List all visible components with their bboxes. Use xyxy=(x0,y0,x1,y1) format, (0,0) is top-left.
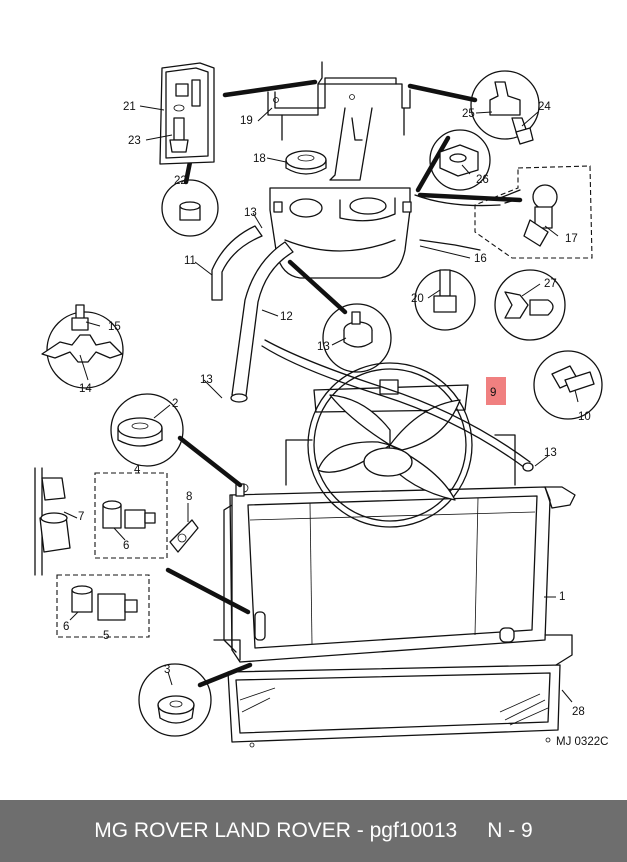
detail-bracket-21 xyxy=(159,62,215,165)
callout-11: 11 xyxy=(184,255,196,267)
callout-20: 20 xyxy=(411,293,424,305)
callout-6b: 6 xyxy=(63,621,69,633)
detail-hoses-7 xyxy=(34,467,71,576)
callout-13b: 13 xyxy=(317,341,330,353)
callout-28: 28 xyxy=(572,706,585,718)
callout-14: 14 xyxy=(79,383,92,395)
callout-labels: 1 2 3 4 5 6 6 7 8 9 10 11 12 13 13 13 13… xyxy=(63,101,608,748)
callout-15: 15 xyxy=(108,321,121,333)
callout-21: 21 xyxy=(123,101,136,113)
detail-sensor-17 xyxy=(414,165,593,259)
callout-13a: 13 xyxy=(244,207,257,219)
detail-grommet-3 xyxy=(138,663,212,737)
detail-bracket-14 xyxy=(41,304,124,389)
detail-nut-22 xyxy=(161,179,219,237)
hoses xyxy=(211,225,534,472)
detail-bolt-10 xyxy=(533,350,603,420)
detail-nut-26 xyxy=(429,129,491,191)
leader-lines-thin xyxy=(63,105,579,703)
detail-switch-group-4 xyxy=(94,472,168,559)
callout-13c: 13 xyxy=(200,374,213,386)
detail-bolt-20 xyxy=(414,239,481,331)
detail-gasket-8 xyxy=(169,519,199,553)
callout-3: 3 xyxy=(164,664,170,676)
detail-clamp-13 xyxy=(322,303,392,373)
drawing-code: MJ 0322C xyxy=(556,736,608,748)
callout-27: 27 xyxy=(544,278,557,290)
footer-bar: MG ROVER LAND ROVER - pgf10013 N - 9 xyxy=(0,800,627,862)
callout-16: 16 xyxy=(474,253,487,265)
callout-4: 4 xyxy=(134,464,141,476)
callout-18: 18 xyxy=(253,153,266,165)
callout-12: 12 xyxy=(280,311,293,323)
callout-17: 17 xyxy=(565,233,578,245)
callout-2: 2 xyxy=(172,398,178,410)
detail-clip-27 xyxy=(494,269,566,341)
callout-1: 1 xyxy=(559,591,565,603)
footer-page: N - 9 xyxy=(487,819,533,842)
callout-7: 7 xyxy=(78,511,84,523)
radiator xyxy=(223,384,576,663)
exploded-parts-diagram: 1 2 3 4 5 6 6 7 8 9 10 11 12 13 13 13 13… xyxy=(34,61,609,748)
detail-clip-25 xyxy=(470,70,540,145)
callout-6a: 6 xyxy=(123,540,129,552)
callout-10: 10 xyxy=(578,411,591,423)
footer-title: MG ROVER LAND ROVER - pgf10013 xyxy=(94,819,458,842)
callout-25: 25 xyxy=(462,108,475,120)
lower-shroud xyxy=(213,634,573,748)
callout-22: 22 xyxy=(174,175,187,187)
mounting-bracket xyxy=(267,61,411,181)
callout-5: 5 xyxy=(103,630,109,642)
part-9-highlight xyxy=(486,377,506,405)
detail-switch-group-5 xyxy=(56,574,150,638)
callout-23: 23 xyxy=(128,135,141,147)
callout-26: 26 xyxy=(476,174,489,186)
callout-8: 8 xyxy=(186,491,192,503)
callout-24: 24 xyxy=(538,101,551,113)
tank-cap xyxy=(285,150,327,175)
detail-grommet-2 xyxy=(110,393,184,467)
callout-13d: 13 xyxy=(544,447,557,459)
leader-lines-heavy xyxy=(165,79,523,688)
callout-19: 19 xyxy=(240,115,253,127)
callout-9: 9 xyxy=(490,387,496,399)
expansion-tank xyxy=(269,187,412,279)
